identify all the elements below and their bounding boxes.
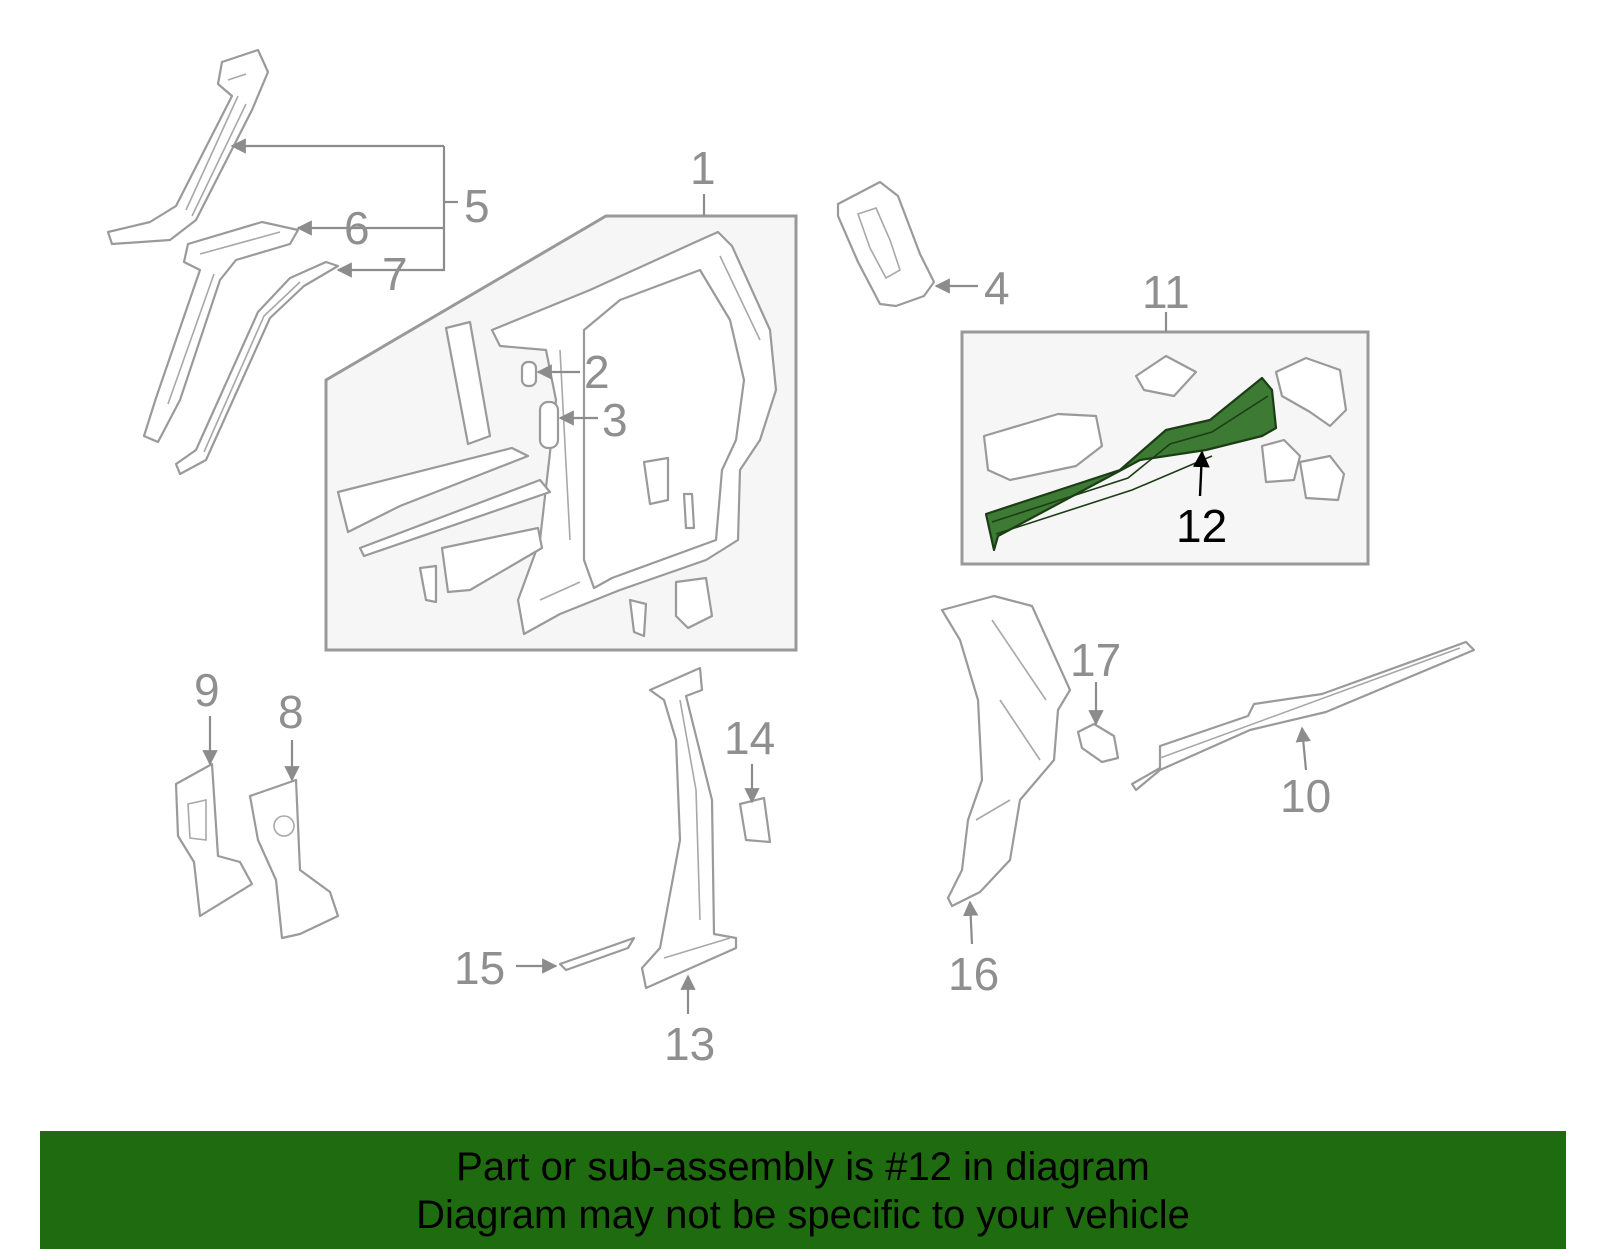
callout-7: 7 <box>382 248 408 300</box>
banner-line-2: Diagram may not be specific to your vehi… <box>416 1193 1190 1237</box>
callout-15: 15 <box>454 942 505 994</box>
part-15-strip[interactable] <box>558 936 636 972</box>
callout-3: 3 <box>602 394 628 446</box>
part-1-side-frame[interactable] <box>336 230 778 638</box>
callout-9: 9 <box>194 664 220 716</box>
callout-11: 11 <box>1142 266 1190 318</box>
callout-6: 6 <box>344 202 370 254</box>
callout-12: 12 <box>1176 500 1227 552</box>
part-11-components[interactable] <box>982 354 1348 502</box>
info-banner: Part or sub-assembly is #12 in diagram D… <box>40 1131 1566 1249</box>
leader-lines <box>202 138 1311 1014</box>
callout-5: 5 <box>464 180 490 232</box>
part-7-a-pillar-reinforcement[interactable] <box>174 260 340 476</box>
part-14-bracket[interactable] <box>738 796 772 844</box>
callout-4: 4 <box>984 262 1010 314</box>
part-16-pillar[interactable] <box>940 594 1072 908</box>
part-8-panel[interactable] <box>248 778 340 940</box>
part-17-bracket[interactable] <box>1076 722 1120 764</box>
callout-16: 16 <box>948 948 999 1000</box>
part-3-plug[interactable] <box>538 400 560 450</box>
callout-13: 13 <box>664 1018 715 1070</box>
part-2-plug[interactable] <box>520 360 538 388</box>
part-5-a-pillar-outer[interactable] <box>106 48 270 246</box>
callout-17: 17 <box>1070 634 1121 686</box>
callout-2: 2 <box>584 346 610 398</box>
banner-line-1: Part or sub-assembly is #12 in diagram <box>456 1145 1150 1189</box>
part-13-b-pillar[interactable] <box>640 666 738 990</box>
callout-1: 1 <box>690 142 716 194</box>
callout-14: 14 <box>724 712 775 764</box>
part-12-rocker-panel-highlighted[interactable] <box>984 376 1278 552</box>
part-9-panel[interactable] <box>174 762 254 918</box>
part-10-rocker-outer[interactable] <box>1130 640 1476 792</box>
callout-8: 8 <box>278 686 304 738</box>
callout-10: 10 <box>1280 770 1331 822</box>
part-4-bracket[interactable] <box>836 180 936 308</box>
